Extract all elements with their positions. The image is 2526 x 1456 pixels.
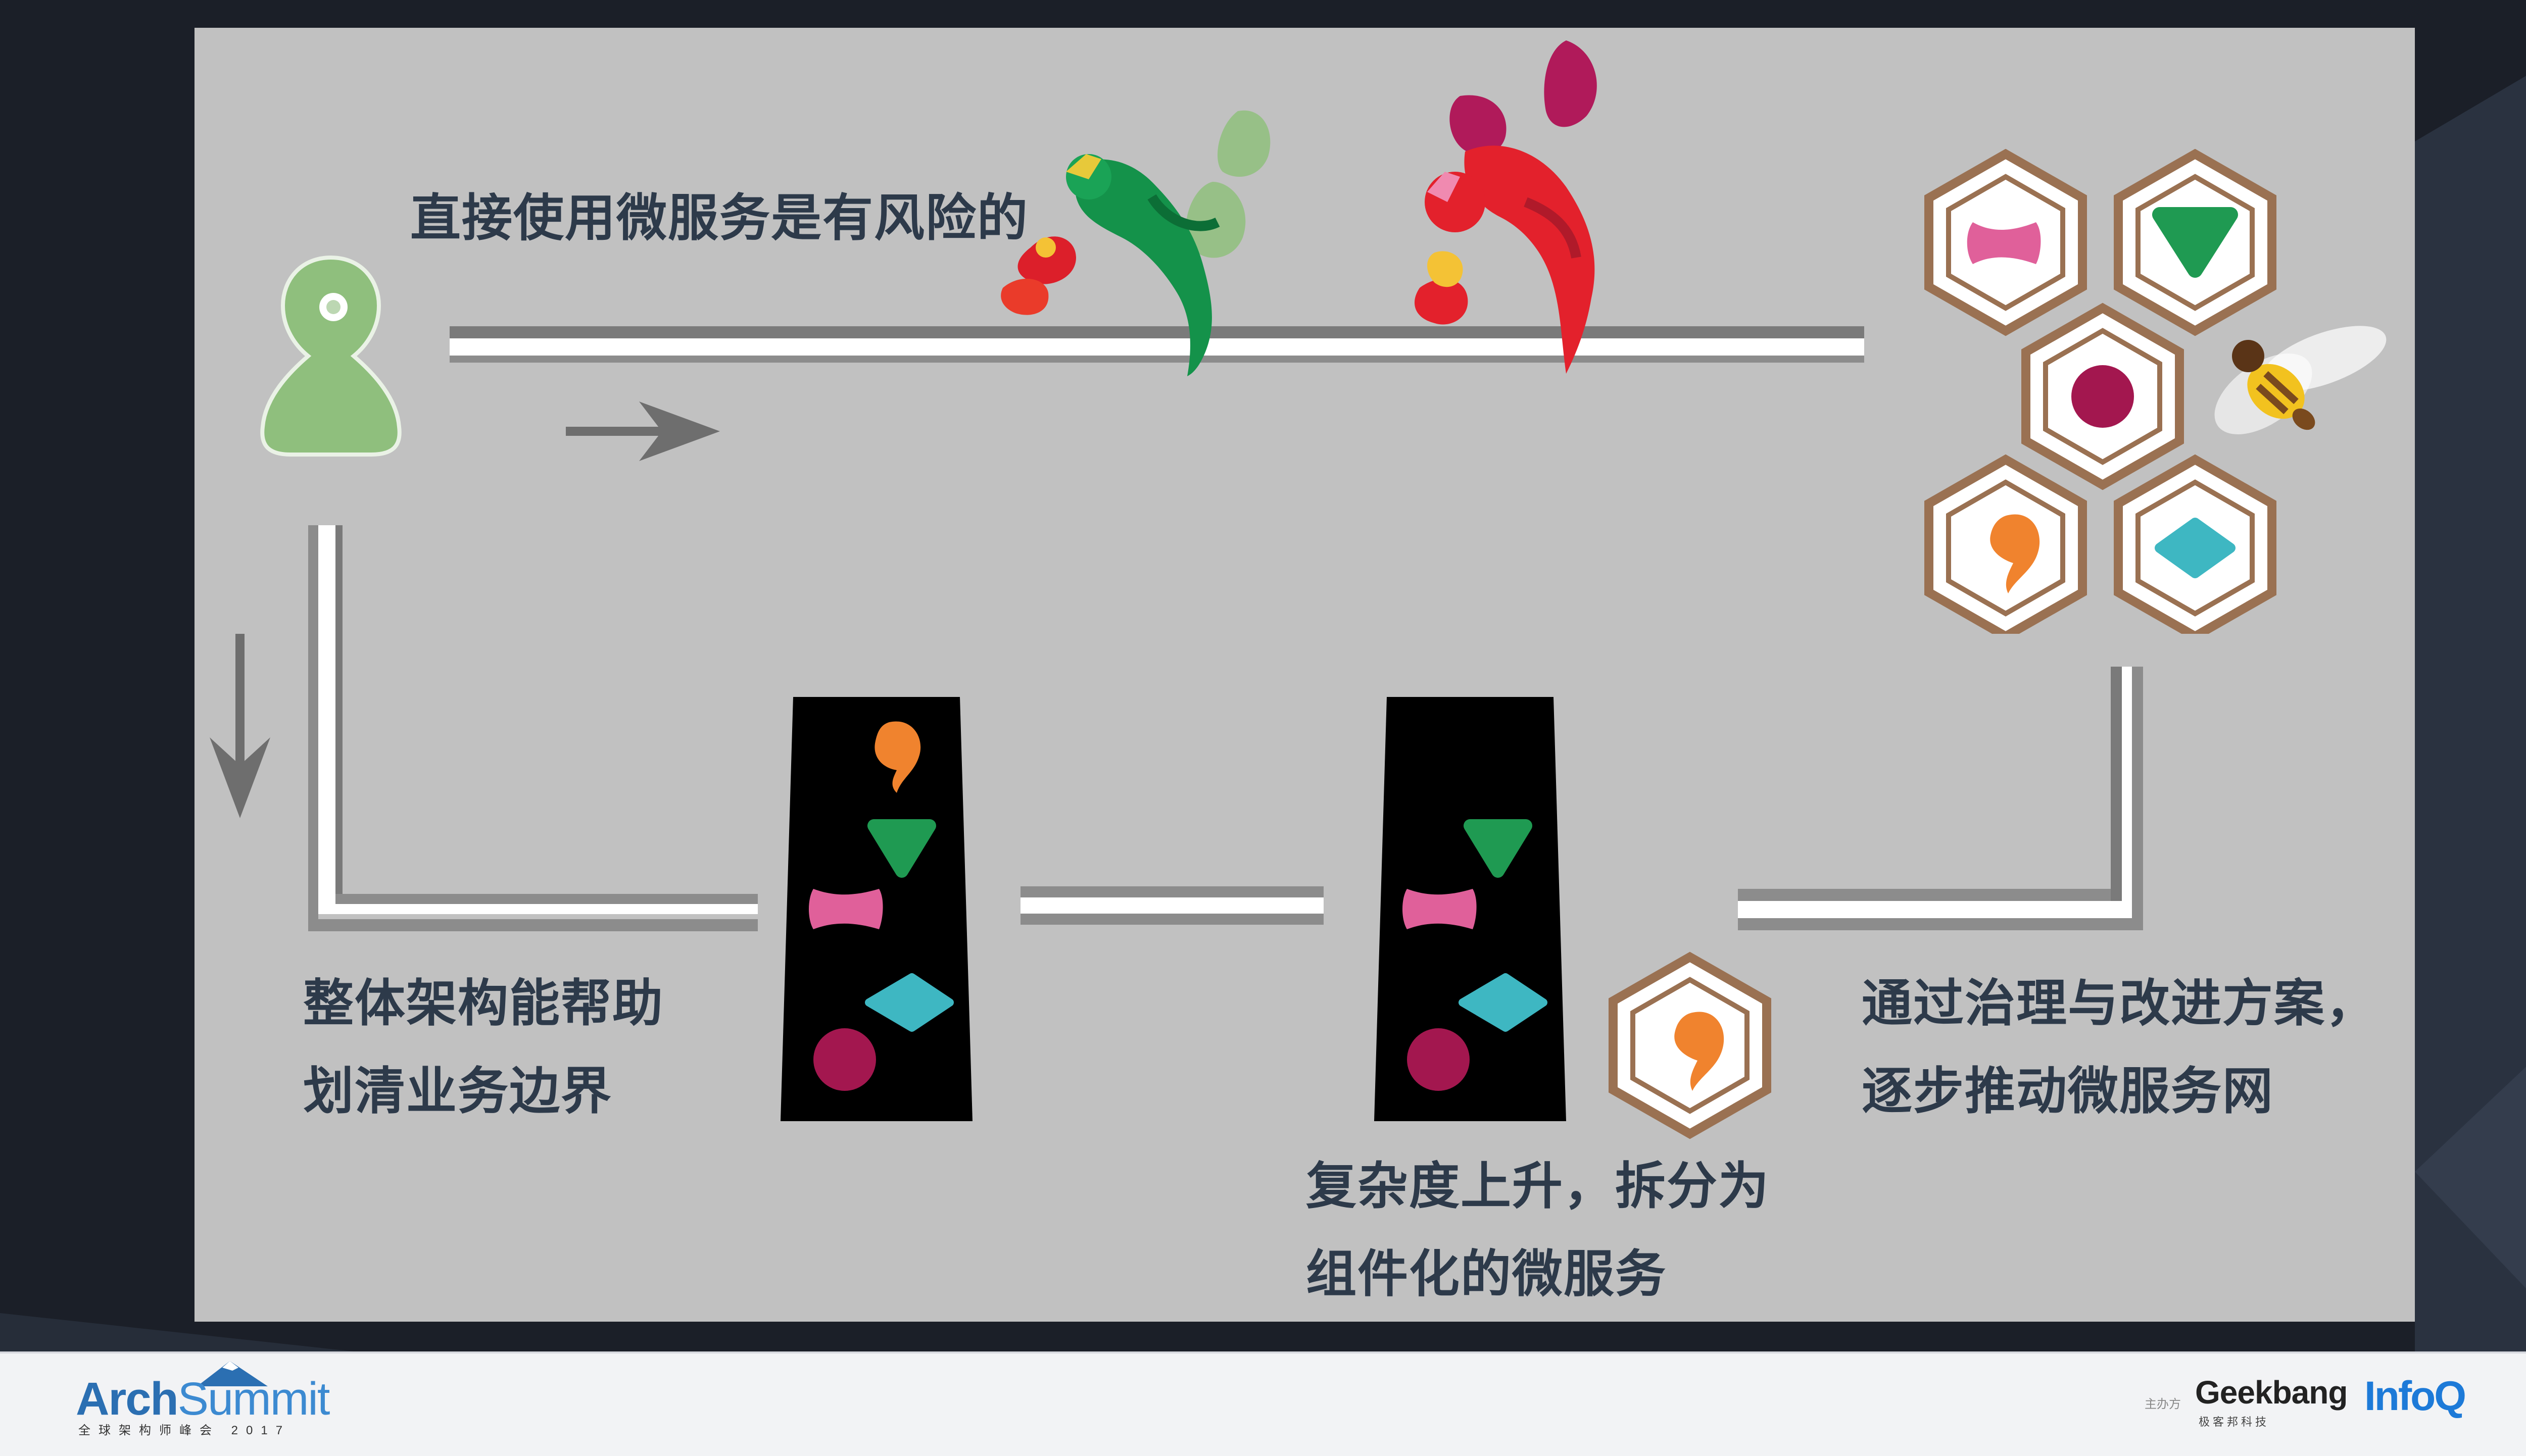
dragon-icon [1001,110,1271,376]
infoq-logo: InfoQ [2364,1373,2466,1419]
step-holistic-label-2: 划清业务边界 [303,1062,612,1121]
geekbang-logo: Geekbang [2195,1374,2348,1411]
honeycomb-icon [1915,149,2400,634]
step-governance-label-1: 通过治理与改进方案， [1862,974,2377,1033]
mountain-logo-icon [197,1361,268,1386]
arrow-right-icon [566,401,720,461]
right-corner-path [1738,667,2143,930]
bee-icon [2214,326,2387,434]
step-complexity-label-2: 组件化的微服务 [1306,1244,1667,1303]
pawn-icon [260,255,402,457]
footer-bar [0,1351,2526,1456]
step-complexity-label-1: 复杂度上升，拆分为 [1306,1157,1770,1216]
middle-path [1021,886,1324,925]
archsummit-logo-summit: Summit [177,1373,330,1425]
archsummit-logo-arch: Arch [76,1373,179,1425]
geekbang-subtitle: 极客邦科技 [2199,1416,2270,1428]
top-path [450,326,1864,363]
step-holistic-label-1: 整体架构能帮助 [303,974,664,1033]
organizer-label: 主办方 [2145,1397,2181,1411]
step-direct-label: 直接使用微服务是有风险的 [410,188,1029,247]
arrow-down-icon [210,634,270,818]
archsummit-subtitle: 全球架构师峰会 2017 [78,1424,291,1437]
step-governance-label-2: 逐步推动微服务网 [1862,1062,2274,1121]
honeycomb-cell-icon [1609,951,1771,1139]
component-tower-icon [1374,697,1566,1121]
component-tower-icon [781,697,973,1121]
dragon-icon [1415,40,1597,374]
archsummit-logo: ArchSummit [76,1373,330,1425]
left-corner-path [308,525,758,931]
